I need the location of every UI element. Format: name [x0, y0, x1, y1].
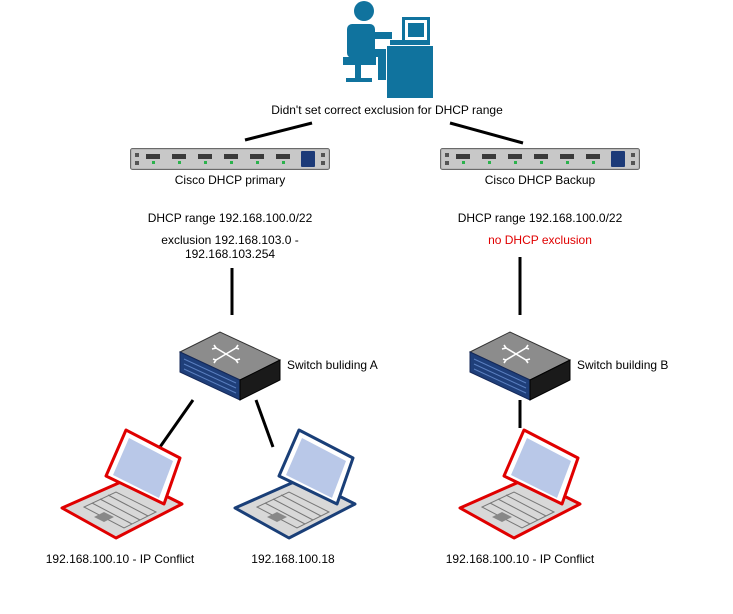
dhcp-primary-label: Cisco DHCP primary: [174, 173, 286, 187]
dhcp-backup-server-icon: [440, 148, 640, 170]
switch-b-icon: [468, 330, 572, 402]
switch-b-label: Switch building B: [577, 358, 669, 372]
admin-caption: Didn't set correct exclusion for DHCP ra…: [271, 103, 503, 117]
laptop-a2-label: 192.168.100.18: [251, 552, 335, 566]
dhcp-primary-server-icon: [130, 148, 330, 170]
dhcp-backup-range: DHCP range 192.168.100.0/22: [457, 211, 623, 225]
dhcp-primary-range: DHCP range 192.168.100.0/22: [147, 211, 313, 225]
laptop-b1-icon: [458, 428, 582, 542]
link-switch-a-laptop-a2: [254, 399, 275, 448]
dhcp-primary-exclusion-start: exclusion 192.168.103.0 -: [161, 233, 299, 247]
laptop-b1-label: 192.168.100.10 - IP Conflict: [445, 552, 595, 566]
dhcp-backup-exclusion: no DHCP exclusion: [488, 233, 592, 247]
link-admin-backup: [449, 121, 524, 145]
link-switch-a-laptop-a1: [158, 399, 195, 448]
laptop-a1-icon: [60, 428, 184, 542]
admin-at-desk-icon: [342, 0, 434, 98]
dhcp-primary-exclusion-end: 192.168.103.254: [184, 247, 276, 261]
dhcp-backup-label: Cisco DHCP Backup: [484, 173, 596, 187]
switch-a-label: Switch buliding A: [287, 358, 378, 372]
switch-a-icon: [178, 330, 282, 402]
link-admin-primary: [244, 121, 313, 142]
laptop-a1-label: 192.168.100.10 - IP Conflict: [45, 552, 195, 566]
laptop-a2-icon: [233, 428, 357, 542]
